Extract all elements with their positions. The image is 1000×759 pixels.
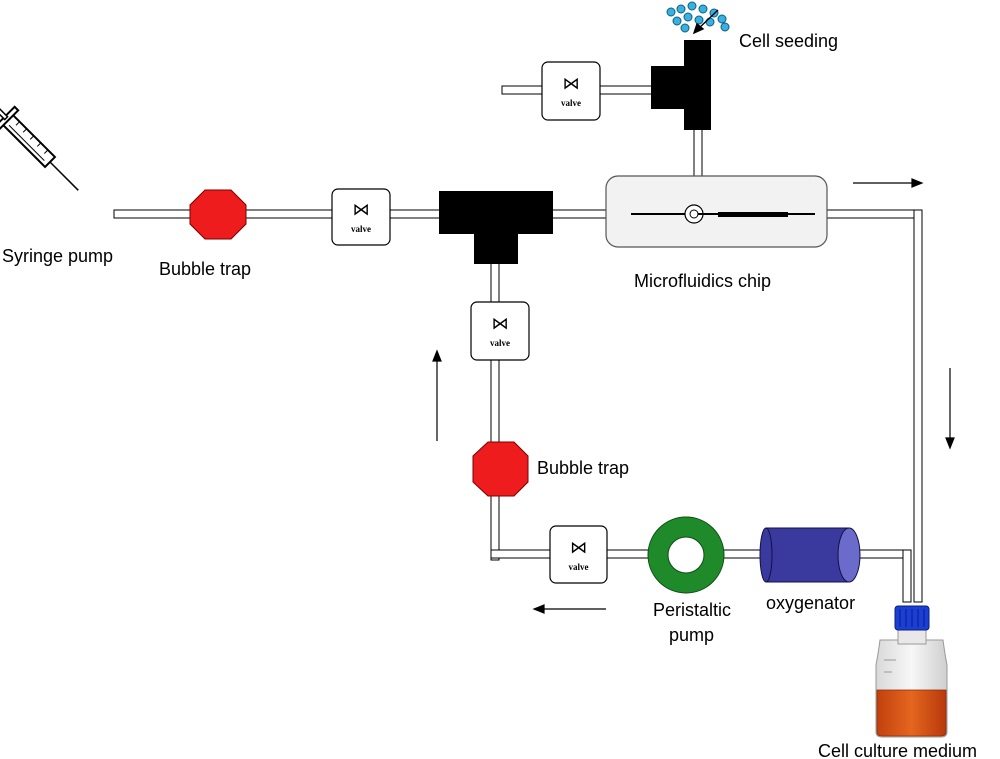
valve-seeding: ⋈ valve (541, 61, 601, 121)
arrow-up-icon (432, 349, 442, 441)
oxygenator-label: oxygenator (766, 593, 855, 613)
arrow-down-icon (945, 368, 955, 450)
bubble-trap-1 (189, 189, 247, 240)
peristaltic-pump-label-2: pump (669, 625, 714, 645)
valve-seeding-symbol-icon: ⋈ (563, 74, 580, 94)
valve-main-symbol-icon: ⋈ (353, 200, 370, 220)
tube-to-bottle (902, 549, 912, 603)
valve-bottom-label: valve (569, 562, 589, 572)
valve-left-symbol-icon: ⋈ (492, 314, 509, 334)
seeding-arrow-icon (692, 9, 719, 35)
cells-icon (666, 1, 730, 33)
t-junction-main (439, 191, 553, 264)
bubble-trap-2-label: Bubble trap (537, 458, 629, 478)
peristaltic-pump-label-1: Peristaltic (653, 600, 731, 620)
syringe-icon (0, 100, 79, 191)
bubble-trap-2 (472, 441, 529, 497)
t-junction-seeding (651, 40, 711, 130)
valve-left-label: valve (490, 338, 510, 348)
cell-culture-medium-label: Cell culture medium (818, 741, 977, 759)
valve-seeding-label: valve (561, 98, 581, 108)
valve-bottom-symbol-icon: ⋈ (570, 538, 587, 558)
flow-arrows (432, 178, 955, 614)
oxygenator (759, 527, 861, 583)
microfluidics-chip-label: Microfluidics chip (634, 271, 771, 291)
syringe-pump-label: Syringe pump (2, 246, 113, 266)
valve-bottom: ⋈ valve (549, 525, 608, 584)
valve-left: ⋈ valve (470, 301, 530, 361)
medium-bottle-icon (875, 605, 948, 738)
cell-seeding-label: Cell seeding (739, 31, 838, 51)
tube-right-vertical (913, 209, 923, 603)
bubble-trap-1-label: Bubble trap (159, 259, 251, 279)
valve-main: ⋈ valve (331, 188, 391, 246)
valve-main-label: valve (351, 224, 371, 234)
arrow-left-icon (532, 604, 606, 614)
peristaltic-pump (647, 516, 725, 594)
tube-chip-outlet (825, 209, 923, 219)
arrow-right-icon (853, 178, 924, 188)
microfluidics-chip (605, 175, 828, 248)
